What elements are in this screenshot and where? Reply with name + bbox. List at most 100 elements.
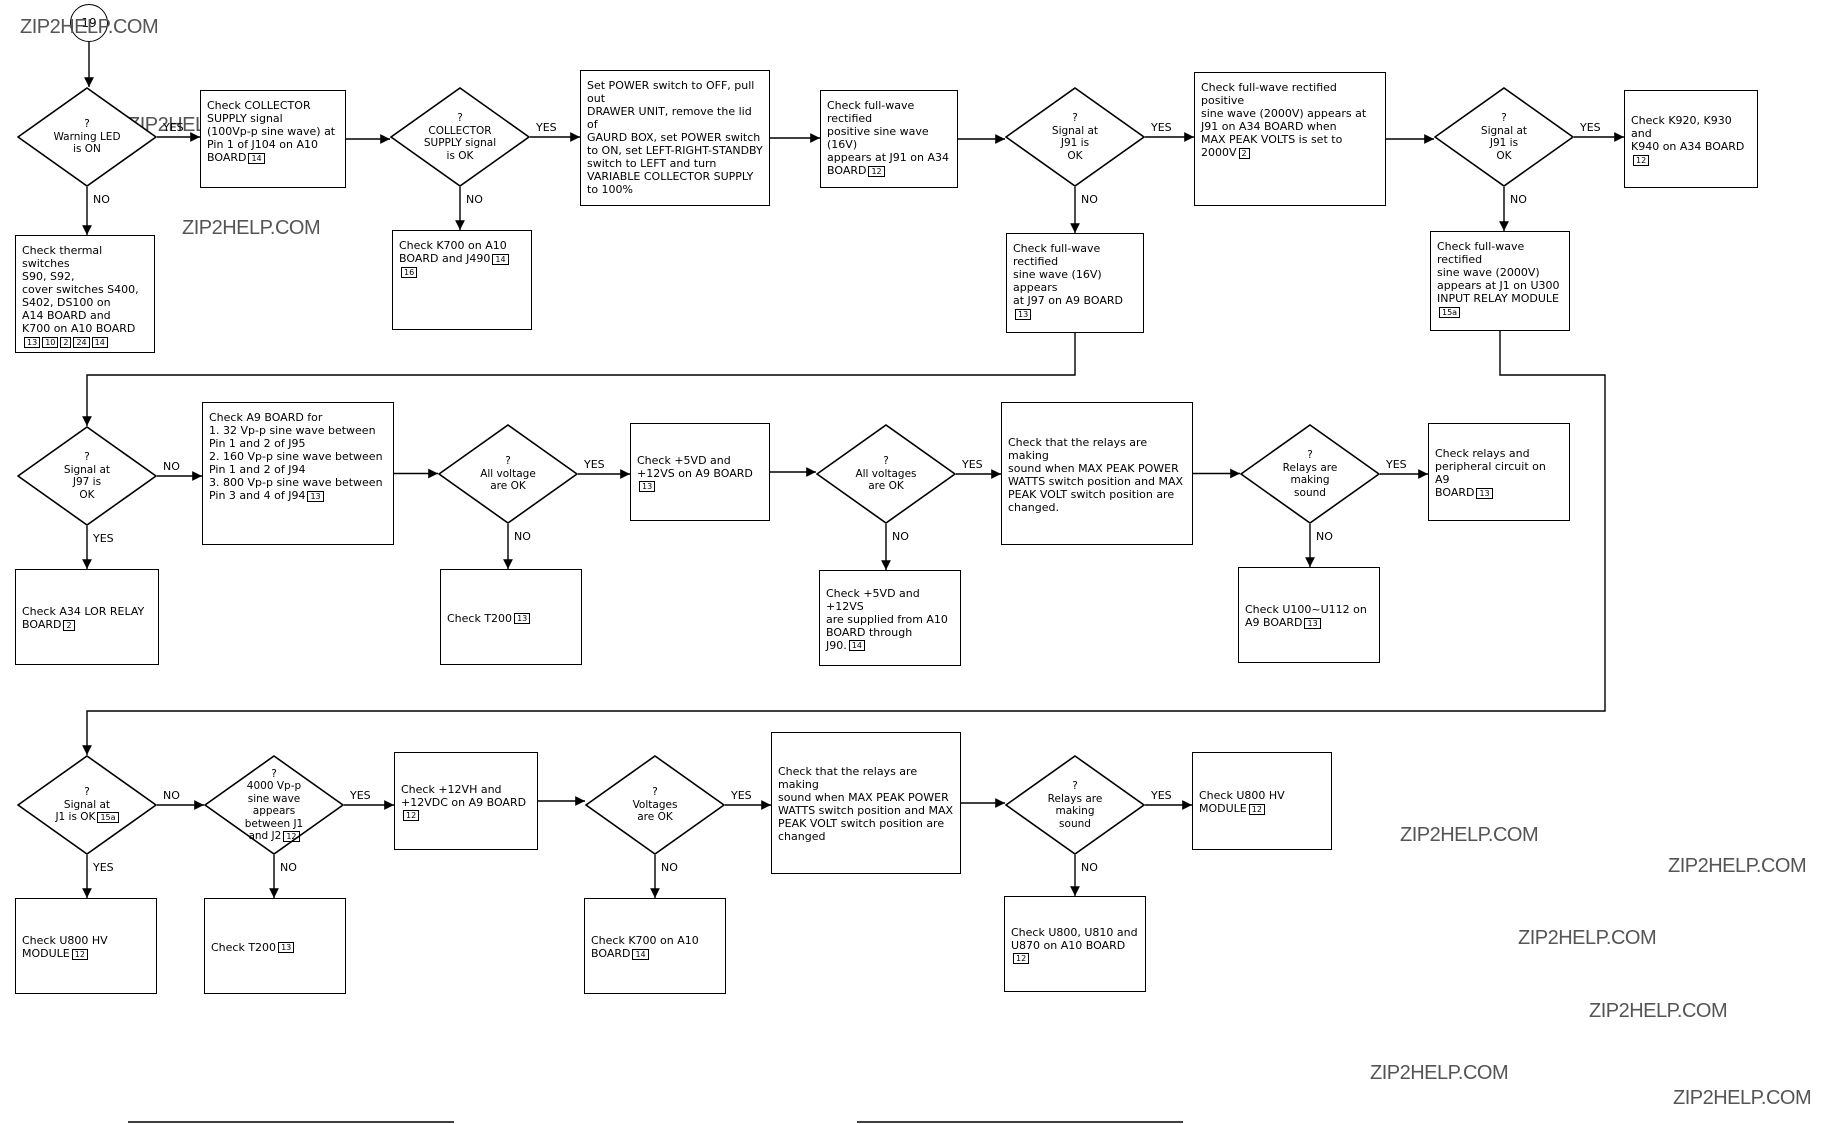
yes-label: YES xyxy=(1151,789,1172,802)
no-label: NO xyxy=(280,861,297,874)
decision-label: ? 4000 Vp-p sine wave appears between J1… xyxy=(244,767,304,843)
reference-marker: 2 xyxy=(60,336,72,348)
process-box-b-thermal: Check thermal switches S90, S92, cover s… xyxy=(15,235,155,353)
no-label: NO xyxy=(1510,193,1527,206)
process-text: Set POWER switch to OFF, pull out DRAWER… xyxy=(587,79,763,196)
decision-diamond-shape xyxy=(585,755,725,855)
decision-text: ? All voltages are OK xyxy=(847,448,925,500)
decision-diamond-shape xyxy=(204,755,344,855)
decision-label: ? Relays are making sound xyxy=(1047,780,1103,830)
reference-marker: 15a xyxy=(1439,306,1461,318)
watermark: ZIP2HELP.COM xyxy=(1370,1062,1509,1084)
decision-diamond-shape xyxy=(438,424,578,524)
process-text: Check COLLECTOR SUPPLY signal (100Vp-p s… xyxy=(207,99,336,164)
start-label: 19 xyxy=(81,16,97,30)
decision-d-volt: ? Voltages are OK xyxy=(585,755,725,855)
no-label: NO xyxy=(661,861,678,874)
reference-marker: 14 xyxy=(632,948,649,960)
decision-text: ? Warning LED is ON xyxy=(48,111,126,163)
decision-text: ? All voltage are OK xyxy=(469,448,547,500)
yes-label: YES xyxy=(1580,121,1601,134)
yes-label: YES xyxy=(93,532,114,545)
reference-marker: 13 xyxy=(24,336,41,348)
yes-label: YES xyxy=(93,861,114,874)
reference-marker: 13 xyxy=(1304,617,1321,629)
decision-diamond-shape xyxy=(1005,87,1145,187)
reference-marker: 16 xyxy=(401,266,418,278)
decision-label: ? Signal at J91 is OK xyxy=(1051,112,1099,162)
no-label: NO xyxy=(1081,193,1098,206)
reference-marker: 2 xyxy=(1238,147,1250,159)
reference-marker: 13 xyxy=(278,942,295,953)
decision-d-relay1: ? Relays are making sound xyxy=(1240,424,1380,524)
reference-marker: 24 xyxy=(73,336,90,348)
watermark: ZIP2HELP.COM xyxy=(1518,927,1657,949)
decision-text: ? Signal at J97 is OK xyxy=(48,450,126,502)
reference-marker: 14 xyxy=(492,253,509,265)
reference-marker: 12 xyxy=(1013,953,1030,964)
decision-label: ? Relays are making sound xyxy=(1282,449,1338,499)
process-text: Check +5VD and +12VS are supplied from A… xyxy=(826,586,948,652)
process-text: Check full-wave rectified positive sine … xyxy=(1201,81,1367,159)
reference-marker: 12 xyxy=(1248,803,1265,815)
reference-marker: 13 xyxy=(1015,308,1032,320)
process-box-b-5vd: Check +5VD and +12VS on A9 BOARD13 xyxy=(630,423,770,521)
process-text: Check that the relays are making sound w… xyxy=(1008,435,1184,514)
reference-marker: 12 xyxy=(71,948,88,960)
reference-marker: 13 xyxy=(514,613,531,624)
watermark: ZIP2HELP.COM xyxy=(1668,855,1807,877)
decision-diamond-shape xyxy=(17,426,157,526)
process-text: Check thermal switches S90, S92, cover s… xyxy=(22,244,139,348)
reference-marker: 13 xyxy=(307,490,324,502)
decision-d-j91b: ? Signal at J91 is OK xyxy=(1434,87,1574,187)
connector-loop-j1 xyxy=(82,331,1606,755)
reference-marker: 12 xyxy=(283,830,300,842)
no-label: NO xyxy=(93,193,110,206)
decision-text: ? Relays are making sound xyxy=(1036,779,1114,831)
process-box-b-j1: Check full-wave rectified sine wave (200… xyxy=(1430,231,1570,331)
watermark: ZIP2HELP.COM xyxy=(20,16,159,38)
decision-label: ? Signal at J97 is OK xyxy=(63,451,111,501)
process-text: Check A9 BOARD for 1. 32 Vp-p sine wave … xyxy=(209,411,383,502)
process-text: Check that the relays are making sound w… xyxy=(778,765,954,843)
decision-d-4000: ? 4000 Vp-p sine wave appears between J1… xyxy=(204,755,344,855)
process-box-b-a9: Check A9 BOARD for 1. 32 Vp-p sine wave … xyxy=(202,402,394,545)
decision-diamond-shape xyxy=(1434,87,1574,187)
process-box-b-collector: Check COLLECTOR SUPPLY signal (100Vp-p s… xyxy=(200,90,346,188)
process-text: Check +12VH and +12VDC on A9 BOARD12 xyxy=(401,782,527,821)
process-box-b-j97: Check full-wave rectified sine wave (16V… xyxy=(1006,233,1144,333)
decision-text: ? Signal at J91 is OK xyxy=(1036,111,1114,163)
process-text: Check +5VD and +12VS on A9 BOARD13 xyxy=(637,453,753,492)
reference-marker: 14 xyxy=(848,640,865,651)
no-label: NO xyxy=(163,789,180,802)
decision-text: ? Voltages are OK xyxy=(616,779,694,831)
decision-diamond-shape xyxy=(17,87,157,187)
yes-label: YES xyxy=(584,458,605,471)
watermark: ZIP2HELP.COM xyxy=(1400,824,1539,846)
no-label: NO xyxy=(514,530,531,543)
process-text: Check full-wave rectified sine wave (16V… xyxy=(1013,242,1123,320)
decision-text: ? COLLECTOR SUPPLY signal is OK xyxy=(421,111,499,163)
start-connector: 19 xyxy=(70,4,108,42)
yes-label: YES xyxy=(962,458,983,471)
decision-label: ? All voltages are OK xyxy=(855,455,917,493)
decision-label: ? All voltage are OK xyxy=(480,455,536,493)
watermark: ZIP2HELP.COM xyxy=(1589,1000,1728,1022)
decision-d-allv1: ? All voltage are OK xyxy=(438,424,578,524)
connector-loop-j97 xyxy=(82,333,1076,426)
